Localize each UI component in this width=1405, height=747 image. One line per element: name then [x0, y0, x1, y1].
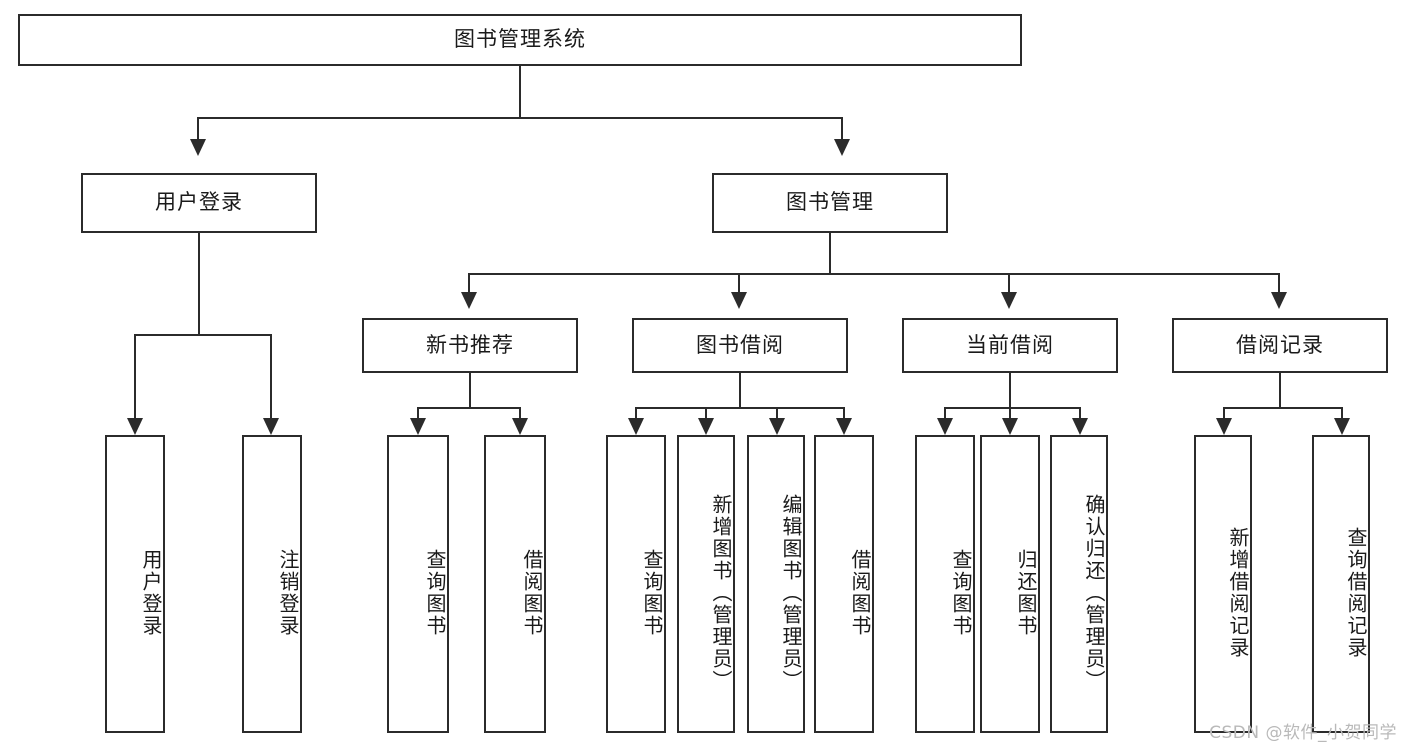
leaf-records-query[interactable]: 查询借阅记录	[1312, 435, 1370, 733]
connector-book-borrow-to-leaf-1	[635, 407, 637, 420]
connector-root-to-book-mgmt	[841, 117, 843, 141]
leaf-label: 查询借阅记录	[1344, 527, 1368, 659]
connector-user-login-to-leaf-1	[134, 334, 136, 420]
connector-current-borrow-stem	[1009, 373, 1011, 408]
connector-current-borrow-to-leaf-1	[944, 407, 946, 420]
connector-book-mgmt-to-current	[1008, 273, 1010, 294]
node-current-borrow[interactable]: 当前借阅	[902, 318, 1118, 373]
connector-book-borrow-to-leaf-2	[705, 407, 707, 420]
arrowhead-user-login-to-leaf-2	[263, 418, 279, 435]
connector-borrow-records-stem	[1279, 373, 1281, 408]
connector-book-borrow-stem	[739, 373, 741, 408]
arrowhead-book-borrow-to-leaf-4	[836, 418, 852, 435]
connector-new-book-to-leaf-2	[519, 407, 521, 420]
arrowhead-book-borrow-to-leaf-1	[628, 418, 644, 435]
leaf-label: 新增图书（管理员）	[709, 494, 733, 692]
connector-current-borrow-to-leaf-2	[1009, 407, 1011, 420]
leaf-book-borrow-edit-admin[interactable]: 编辑图书（管理员）	[747, 435, 805, 733]
leaf-book-borrow-add-admin[interactable]: 新增图书（管理员）	[677, 435, 735, 733]
leaf-new-book-borrow[interactable]: 借阅图书	[484, 435, 546, 733]
csdn-watermark: CSDN @软件_小贺同学	[1209, 723, 1397, 743]
arrowhead-borrow-records-to-leaf-1	[1216, 418, 1232, 435]
leaf-user-login-logout[interactable]: 注销登录	[242, 435, 302, 733]
connector-root-to-user-login	[197, 117, 199, 141]
leaf-label: 借阅图书	[848, 549, 872, 637]
leaf-current-borrow-query[interactable]: 查询图书	[915, 435, 975, 733]
node-new-book-recommend[interactable]: 新书推荐	[362, 318, 578, 373]
connector-user-login-to-leaf-2	[270, 334, 272, 420]
arrowhead-root-to-book-mgmt	[834, 139, 850, 156]
leaf-current-borrow-confirm-admin[interactable]: 确认归还（管理员）	[1050, 435, 1108, 733]
leaf-label: 查询图书	[423, 549, 447, 637]
connector-user-login-bus	[134, 334, 270, 336]
arrowhead-root-to-user-login	[190, 139, 206, 156]
connector-book-mgmt-to-new-book	[468, 273, 470, 294]
arrowhead-borrow-records-to-leaf-2	[1334, 418, 1350, 435]
connector-new-book-stem	[469, 373, 471, 408]
connector-new-book-bus	[417, 407, 521, 409]
connector-book-mgmt-to-borrow	[738, 273, 740, 294]
leaf-book-borrow-borrow[interactable]: 借阅图书	[814, 435, 874, 733]
connector-root-stem	[519, 66, 521, 118]
node-user-login[interactable]: 用户登录	[81, 173, 317, 233]
arrowhead-user-login-to-leaf-1	[127, 418, 143, 435]
arrowhead-new-book-to-leaf-1	[410, 418, 426, 435]
connector-book-mgmt-to-records	[1278, 273, 1280, 294]
node-borrow-records[interactable]: 借阅记录	[1172, 318, 1388, 373]
arrowhead-current-borrow-to-leaf-2	[1002, 418, 1018, 435]
leaf-user-login-login[interactable]: 用户登录	[105, 435, 165, 733]
node-book-borrow[interactable]: 图书借阅	[632, 318, 848, 373]
connector-book-mgmt-stem	[829, 233, 831, 274]
connector-current-borrow-bus	[944, 407, 1081, 409]
arrowhead-book-mgmt-to-records	[1271, 292, 1287, 309]
leaf-records-add[interactable]: 新增借阅记录	[1194, 435, 1252, 733]
leaf-label: 查询图书	[949, 549, 973, 637]
node-root-system[interactable]: 图书管理系统	[18, 14, 1022, 66]
leaf-label: 编辑图书（管理员）	[779, 494, 803, 692]
arrowhead-book-borrow-to-leaf-3	[769, 418, 785, 435]
arrowhead-book-borrow-to-leaf-2	[698, 418, 714, 435]
node-book-management[interactable]: 图书管理	[712, 173, 948, 233]
connector-book-borrow-bus	[635, 407, 844, 409]
leaf-label: 归还图书	[1014, 549, 1038, 637]
connector-borrow-records-to-leaf-1	[1223, 407, 1225, 420]
arrowhead-current-borrow-to-leaf-1	[937, 418, 953, 435]
leaf-label: 查询图书	[640, 549, 664, 637]
leaf-label: 借阅图书	[520, 549, 544, 637]
arrowhead-new-book-to-leaf-2	[512, 418, 528, 435]
leaf-book-borrow-query[interactable]: 查询图书	[606, 435, 666, 733]
connector-current-borrow-to-leaf-3	[1079, 407, 1081, 420]
arrowhead-book-mgmt-to-new-book	[461, 292, 477, 309]
leaf-label: 新增借阅记录	[1226, 527, 1250, 659]
arrowhead-book-mgmt-to-borrow	[731, 292, 747, 309]
connector-user-login-stem	[198, 233, 200, 335]
connector-root-bus	[197, 117, 843, 119]
leaf-label: 用户登录	[139, 549, 163, 637]
connector-new-book-to-leaf-1	[417, 407, 419, 420]
leaf-current-borrow-return[interactable]: 归还图书	[980, 435, 1040, 733]
arrowhead-book-mgmt-to-current	[1001, 292, 1017, 309]
arrowhead-current-borrow-to-leaf-3	[1072, 418, 1088, 435]
leaf-label: 确认归还（管理员）	[1082, 494, 1106, 692]
connector-borrow-records-to-leaf-2	[1341, 407, 1343, 420]
leaf-new-book-query[interactable]: 查询图书	[387, 435, 449, 733]
connector-book-borrow-to-leaf-4	[843, 407, 845, 420]
connector-borrow-records-bus	[1223, 407, 1343, 409]
connector-book-borrow-to-leaf-3	[776, 407, 778, 420]
leaf-label: 注销登录	[276, 549, 300, 637]
connector-book-mgmt-bus	[468, 273, 1280, 275]
